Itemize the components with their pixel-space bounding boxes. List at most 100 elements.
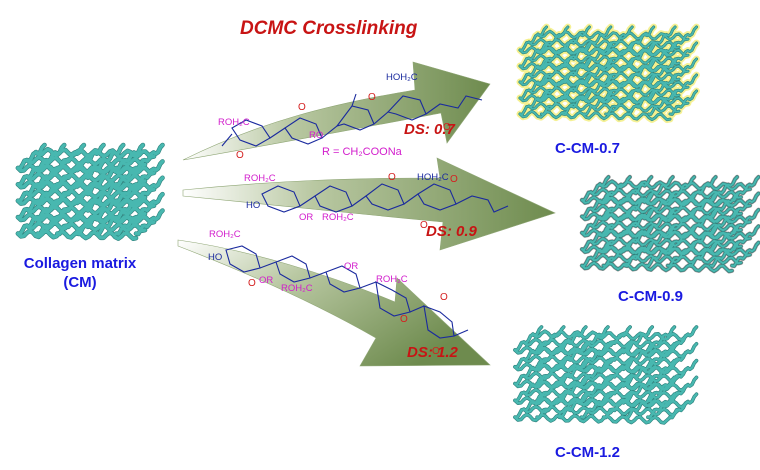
collagen-fiber — [522, 338, 681, 349]
svg-text:O: O — [432, 346, 440, 357]
carbohydrate-structure-2 — [261, 183, 509, 213]
a3-or: OR — [259, 275, 274, 286]
collagen-fiber — [34, 147, 156, 159]
carbohydrate-structure-1 — [221, 93, 483, 147]
collagen-fiber — [34, 213, 156, 225]
collagen-fiber — [25, 155, 147, 167]
collagen-label-line2: (CM) — [63, 274, 97, 291]
aldehyde-oxygens: O O O O O O O O O O O — [236, 92, 458, 357]
collagen-fiber — [537, 62, 689, 73]
collagen-fiber — [537, 94, 689, 105]
a2-hoh2c: HOH₂C — [417, 172, 449, 183]
scheme-title: DCMC Crosslinking — [240, 18, 418, 39]
a1-ro: RO — [309, 130, 324, 141]
collagen-fiber — [590, 221, 742, 232]
a3-roh2c: ROH₂C — [209, 229, 241, 240]
svg-text:O: O — [236, 150, 244, 161]
svg-text:O: O — [368, 92, 376, 103]
collagen-fiber — [528, 86, 680, 97]
collagen-fiber — [531, 346, 690, 358]
collagen-fiber — [624, 325, 654, 352]
c-cm-0-9-matrix — [579, 174, 760, 274]
a2-or: OR — [299, 212, 314, 223]
svg-text:O: O — [443, 122, 451, 133]
a2-roh2c-2: ROH₂C — [322, 212, 354, 223]
collagen-fiber — [528, 70, 680, 81]
collagen-fiber — [114, 143, 145, 171]
collagen-fiber — [581, 176, 610, 202]
collagen-fiber — [580, 325, 610, 352]
product-label-c-cm-0-9: C-CM-0.9 — [618, 288, 684, 305]
collagen-fiber — [519, 26, 548, 52]
collagen-fiber — [528, 54, 680, 65]
collagen-fiber — [522, 388, 681, 400]
collagen-fiber — [599, 196, 751, 208]
collagen-fiber — [646, 325, 676, 352]
collagen-fiber — [626, 26, 655, 52]
collagen-fiber — [599, 180, 751, 191]
collagen-fiber — [34, 163, 156, 176]
collagen-fiber — [522, 405, 681, 417]
svg-text:O: O — [450, 174, 458, 185]
collagen-fiber — [531, 330, 690, 341]
r-group-definition: R = CH₂COONa — [322, 146, 402, 158]
svg-text:O: O — [440, 292, 448, 303]
a1-hoh2c: HOH₂C — [386, 72, 418, 83]
collagen-fiber — [583, 26, 612, 52]
collagen-fiber — [25, 188, 147, 200]
collagen-fiber — [537, 30, 689, 41]
svg-text:O: O — [420, 220, 428, 231]
collagen-fiber — [531, 397, 690, 409]
c-cm-0-7-matrix — [516, 23, 700, 124]
collagen-fiber — [25, 221, 147, 233]
a3-roh2c-2: ROH₂C — [281, 283, 313, 294]
collagen-matrix-label: Collagen matrix (CM) — [5, 254, 155, 292]
collagen-fiber — [531, 363, 690, 375]
collagen-fiber — [34, 180, 156, 192]
product-label-c-cm-1-2: C-CM-1.2 — [555, 444, 621, 461]
product-label-c-cm-0-7: C-CM-0.7 — [555, 140, 621, 157]
collagen-fiber — [590, 253, 742, 265]
collagen-label-line1: Collagen matrix — [23, 255, 137, 272]
carbohydrate-structure-3 — [225, 245, 469, 339]
collagen-fiber — [599, 245, 751, 257]
collagen-fiber — [590, 188, 742, 199]
ds-label-0-7: DS: 0.7 — [404, 121, 455, 138]
a3-roh2c-3: ROH₂C — [376, 274, 408, 285]
collagen-fiber — [522, 371, 681, 383]
collagen-fiber — [16, 229, 138, 241]
a3-or-2: OR — [344, 261, 359, 272]
svg-text:O: O — [248, 278, 256, 289]
collagen-fiber — [537, 46, 689, 57]
collagen-fiber — [519, 110, 671, 121]
collagen-fiber — [531, 380, 690, 392]
collagen-fiber — [25, 171, 147, 184]
collagen-fiber — [590, 237, 742, 248]
collagen-fiber — [528, 102, 680, 113]
svg-text:O: O — [298, 102, 306, 113]
collagen-matrix-block — [15, 142, 165, 241]
ds-label-1-2: DS: 1.2 — [407, 344, 458, 361]
collagen-fiber — [709, 176, 739, 202]
collagen-fiber — [645, 176, 674, 202]
collagen-fiber — [34, 196, 156, 208]
svg-text:O: O — [388, 172, 396, 183]
arrow-ds-0-7 — [182, 61, 491, 161]
a1-roh2c: ROH₂C — [218, 117, 250, 128]
a3-ho: HO — [208, 252, 223, 263]
collagen-fiber — [25, 204, 147, 216]
a2-ho: HO — [246, 200, 261, 211]
collagen-fiber — [599, 229, 751, 240]
collagen-fiber — [528, 38, 680, 49]
collagen-fiber — [513, 413, 672, 425]
collagen-fiber — [513, 325, 543, 352]
c-cm-1-2-matrix — [513, 325, 699, 425]
svg-text:O: O — [400, 314, 408, 325]
collagen-fiber — [599, 213, 751, 224]
collagen-fiber — [590, 204, 742, 216]
collagen-fiber — [522, 354, 681, 366]
collagen-fiber — [581, 261, 733, 273]
collagen-fiber — [95, 143, 125, 171]
collagen-fiber — [16, 143, 47, 171]
